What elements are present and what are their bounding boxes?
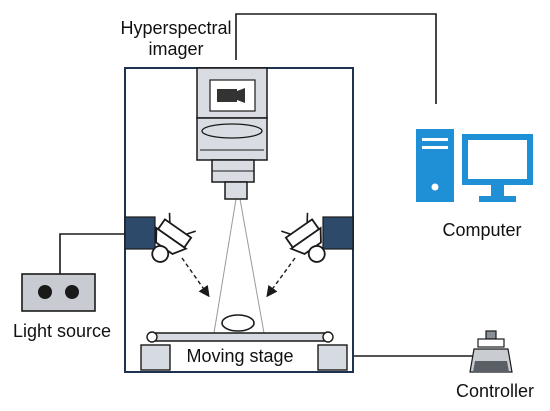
controller-label: Controller [456, 381, 534, 401]
light-beam [213, 198, 265, 334]
left-illumination-arrow [181, 257, 210, 298]
spotlight-lamp-icon [281, 212, 326, 263]
hyperspectral-imager [196, 67, 268, 200]
right-lamp [281, 212, 354, 263]
video-camera-icon [217, 88, 245, 103]
imager-label-line2: imager [148, 39, 203, 59]
light-source-label: Light source [13, 321, 111, 341]
light-source-cable [59, 233, 125, 274]
imager-label-line1: Hyperspectral [120, 18, 231, 38]
light-source-box [21, 273, 96, 312]
moving-stage [140, 331, 348, 371]
motor-controller-icon [469, 330, 513, 373]
left-lamp [124, 212, 196, 263]
spotlight-lamp-icon [151, 212, 196, 263]
right-illumination-arrow [266, 257, 296, 298]
sample [221, 314, 255, 332]
imager-computer-cable [235, 13, 437, 104]
computer-label: Computer [442, 220, 521, 240]
moving-stage-label: Moving stage [186, 346, 293, 366]
desktop-computer-icon [416, 129, 533, 202]
